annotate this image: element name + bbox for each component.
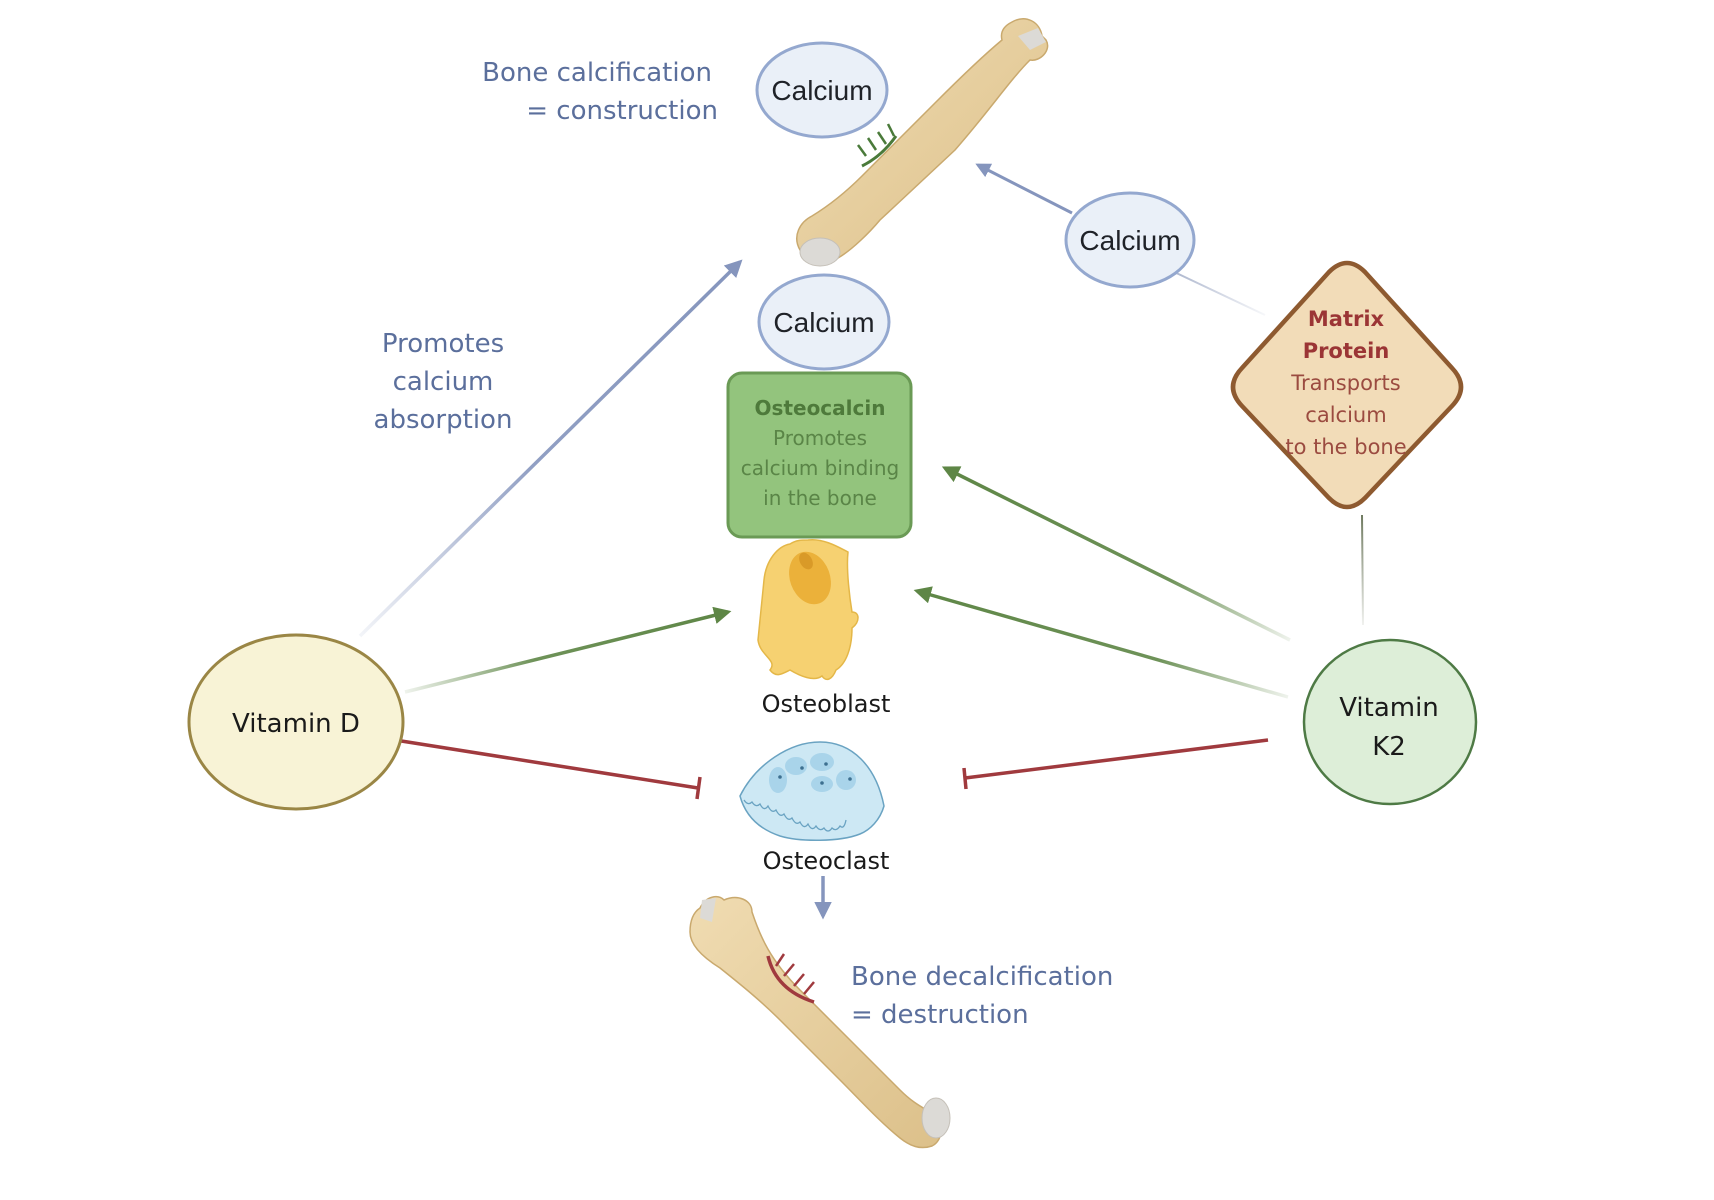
decalcification-label-line1: Bone decalcification: [851, 962, 1113, 992]
calcification-label-line2: = construction: [526, 96, 718, 126]
edge-vitamin-d-inhibits-osteoclast: [394, 738, 702, 800]
edge-vitamin-k2-to-matrix-protein: [1361, 514, 1364, 626]
osteoblast-cell-icon: [757, 539, 859, 681]
edge-vitamin-k2-inhibits-osteoclast: [962, 738, 1269, 790]
edge-vitamin-d-to-bone: [358, 259, 743, 638]
calcium-middle-label: Calcium: [773, 307, 874, 338]
edge-matrix-protein-to-calcium: [1169, 269, 1266, 316]
osteocalcin-line2: calcium binding: [741, 456, 899, 480]
matrix-protein-node: Matrix Protein Transports calcium to the…: [1230, 260, 1464, 510]
decalcification-label-line2: = destruction: [851, 1000, 1029, 1030]
calcium-node-middle: Calcium: [757, 273, 891, 371]
calcification-label-line1: Bone calcification: [482, 58, 712, 88]
osteocalcin-line3: in the bone: [763, 486, 877, 510]
calcium-node-right: Calcium: [1064, 191, 1196, 289]
matrix-protein-line1: Transports: [1290, 371, 1400, 395]
vitamin-d-label: Vitamin D: [232, 709, 360, 739]
calcium-top-label: Calcium: [771, 75, 872, 106]
matrix-protein-title2: Protein: [1303, 339, 1390, 363]
osteocalcin-line1: Promotes: [773, 426, 867, 450]
vitamin-k2-node: Vitamin K2: [1302, 638, 1478, 806]
edge-vitamin-d-to-osteoblast: [404, 606, 732, 694]
osteoclast-cell-icon: [739, 741, 885, 841]
matrix-protein-line3: to the bone: [1285, 435, 1406, 459]
osteoblast-label: Osteoblast: [762, 690, 891, 718]
edge-vitamin-k2-to-osteoblast: [913, 586, 1289, 699]
matrix-protein-line2: calcium: [1305, 403, 1386, 427]
edge-vitamin-k2-to-osteocalcin: [941, 466, 1291, 642]
calcium-node-top: Calcium: [755, 41, 889, 139]
vitamin-k2-label-line1: Vitamin: [1339, 693, 1439, 723]
vitamin-d-node: Vitamin D: [187, 633, 405, 811]
vitamin-k2-label-line2: K2: [1372, 732, 1406, 762]
osteocalcin-title: Osteocalcin: [755, 396, 886, 420]
absorption-label-line2: calcium: [393, 367, 494, 397]
bone-bottom-icon: [689, 895, 951, 1149]
matrix-protein-title1: Matrix: [1308, 307, 1385, 331]
bone-top-icon: [796, 18, 1049, 267]
absorption-label-line3: absorption: [374, 405, 513, 435]
edge-calcium-to-bone: [975, 163, 1073, 215]
calcium-right-label: Calcium: [1079, 225, 1180, 256]
absorption-label-line1: Promotes: [382, 329, 504, 359]
osteoclast-label: Osteoclast: [763, 847, 890, 875]
osteocalcin-box: Osteocalcin Promotes calcium binding in …: [726, 371, 913, 539]
